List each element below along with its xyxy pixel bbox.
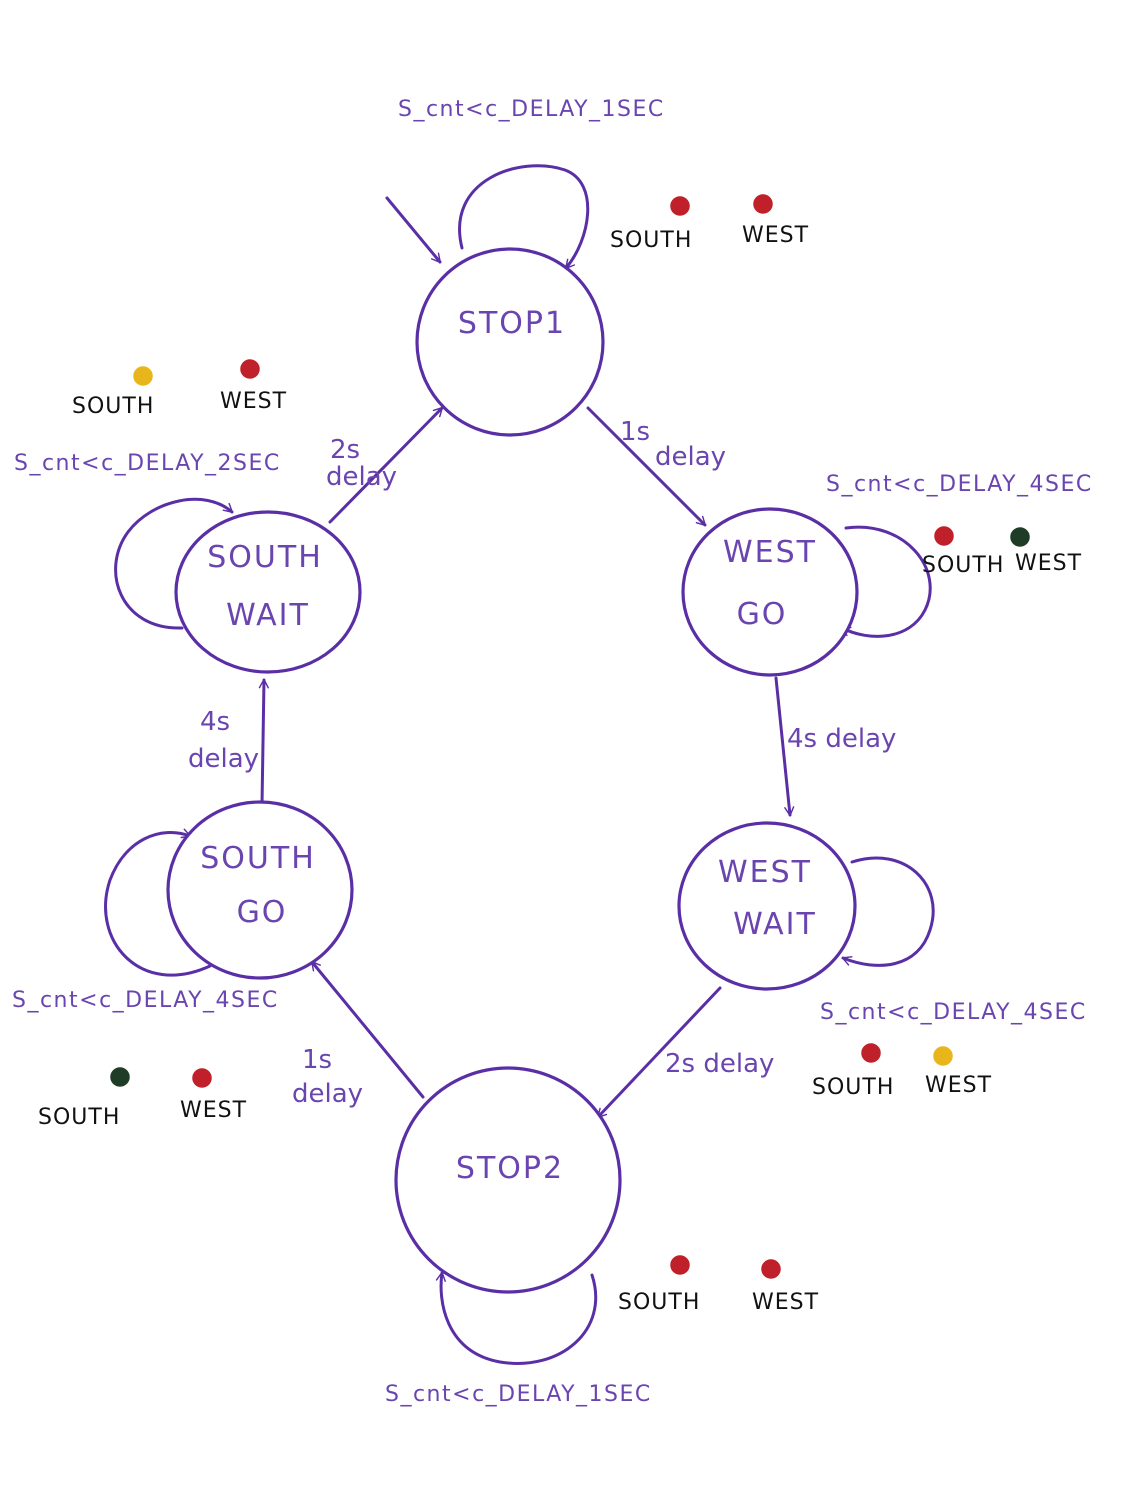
- transition-west-go-west-wait: [774, 676, 795, 817]
- self-loop-stop2: [435, 1271, 598, 1365]
- condition-label-south-go: S_cnt<c_DELAY_4SEC: [12, 988, 279, 1013]
- lights-stop2: SOUTH WEST: [618, 1255, 819, 1315]
- state-label: WEST: [723, 535, 817, 570]
- condition-label-stop1: S_cnt<c_DELAY_1SEC: [398, 97, 665, 122]
- lights-south-go: SOUTH WEST: [38, 1067, 247, 1130]
- delay-label-south-go-south-wait: 4s delay: [188, 707, 259, 774]
- west-light-dot: [1010, 527, 1030, 547]
- svg-text:delay: delay: [188, 744, 259, 774]
- south-light-dot: [934, 526, 954, 546]
- state-label: WAIT: [733, 907, 817, 942]
- west-light-dot: [192, 1068, 212, 1088]
- condition-label-south-wait: S_cnt<c_DELAY_2SEC: [14, 451, 281, 476]
- svg-text:delay: delay: [326, 462, 397, 492]
- transition-west-wait-stop2: [596, 986, 722, 1119]
- state-stop2: STOP2: [394, 1066, 622, 1294]
- south-light-dot: [670, 1255, 690, 1275]
- self-loop-west-wait: [841, 856, 935, 967]
- state-south-wait: SOUTH WAIT: [174, 510, 362, 674]
- state-label: STOP1: [458, 306, 566, 341]
- state-label: GO: [737, 597, 788, 632]
- state-stop1: STOP1: [415, 247, 605, 437]
- west-light-dot: [933, 1046, 953, 1066]
- state-label: SOUTH: [207, 540, 323, 575]
- lights-south-wait: SOUTH WEST: [72, 359, 287, 419]
- delay-label-west-wait-stop2: 2s delay: [665, 1049, 774, 1079]
- svg-text:1s: 1s: [302, 1045, 332, 1075]
- transition-south-wait-stop1: [328, 406, 444, 524]
- condition-label-west-go: S_cnt<c_DELAY_4SEC: [826, 472, 1093, 497]
- lights-west-go: SOUTH WEST: [922, 526, 1082, 578]
- self-loop-south-go: [104, 828, 212, 977]
- svg-text:1s: 1s: [620, 417, 650, 447]
- state-label: WEST: [718, 855, 812, 890]
- south-light-label: SOUTH: [618, 1290, 700, 1315]
- self-loop-south-wait: [114, 497, 234, 630]
- svg-text:delay: delay: [292, 1079, 363, 1109]
- west-light-dot: [240, 359, 260, 379]
- state-label: GO: [237, 895, 288, 930]
- south-light-label: SOUTH: [72, 394, 154, 419]
- south-light-label: SOUTH: [812, 1075, 894, 1100]
- south-light-label: SOUTH: [922, 553, 1004, 578]
- south-light-dot: [133, 366, 153, 386]
- west-light-label: WEST: [220, 389, 287, 414]
- transition-stop1-west-go: [586, 406, 707, 527]
- delay-label-stop2-south-go: 1s delay: [292, 1045, 363, 1109]
- state-west-go: WEST GO: [681, 507, 859, 677]
- lights-stop1: SOUTH WEST: [610, 194, 809, 253]
- delay-label-west-go-west-wait: 4s delay: [787, 724, 896, 754]
- delay-label-stop1-west-go: 1s delay: [620, 417, 726, 472]
- south-light-dot: [861, 1043, 881, 1063]
- svg-text:4s: 4s: [200, 707, 230, 737]
- west-light-label: WEST: [1015, 551, 1082, 576]
- west-light-dot: [761, 1259, 781, 1279]
- condition-label-west-wait: S_cnt<c_DELAY_4SEC: [820, 1000, 1087, 1025]
- west-light-label: WEST: [925, 1073, 992, 1098]
- delay-label-south-wait-stop1: 2s delay: [326, 435, 397, 492]
- transition-south-go-south-wait: [258, 678, 269, 807]
- svg-text:delay: delay: [655, 442, 726, 472]
- self-loop-stop1: [458, 164, 590, 270]
- south-light-label: SOUTH: [610, 228, 692, 253]
- west-light-dot: [753, 194, 773, 214]
- initial-arrow: [385, 196, 442, 264]
- svg-text:2s delay: 2s delay: [665, 1049, 774, 1079]
- state-label: WAIT: [226, 598, 310, 633]
- state-label: STOP2: [456, 1151, 564, 1186]
- state-label: SOUTH: [200, 841, 316, 876]
- west-light-label: WEST: [742, 223, 809, 248]
- state-west-wait: WEST WAIT: [677, 821, 857, 991]
- south-light-label: SOUTH: [38, 1105, 120, 1130]
- south-light-dot: [670, 196, 690, 216]
- state-south-go: SOUTH GO: [166, 800, 354, 980]
- west-light-label: WEST: [180, 1098, 247, 1123]
- transition-stop2-south-go: [310, 960, 425, 1099]
- south-light-dot: [110, 1067, 130, 1087]
- self-loop-west-go: [840, 525, 932, 638]
- west-light-label: WEST: [752, 1290, 819, 1315]
- svg-text:4s delay: 4s delay: [787, 724, 896, 754]
- condition-label-stop2: S_cnt<c_DELAY_1SEC: [385, 1382, 652, 1407]
- svg-text:2s: 2s: [330, 435, 360, 465]
- lights-west-wait: SOUTH WEST: [812, 1043, 992, 1100]
